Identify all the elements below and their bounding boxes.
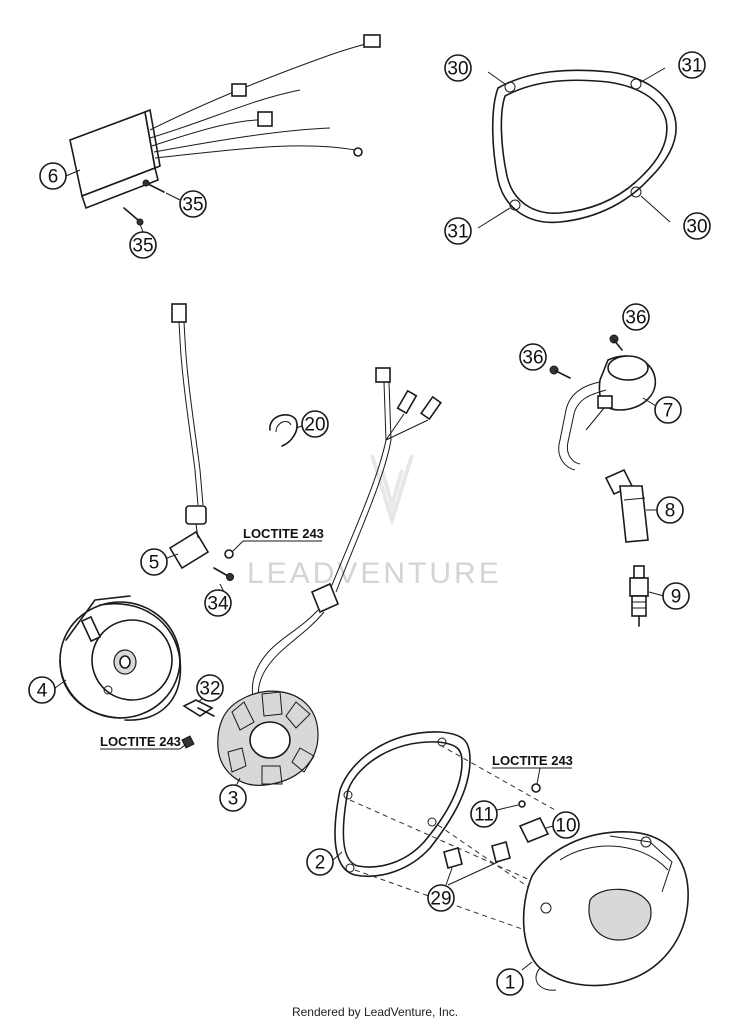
callout-10: 10 <box>545 811 580 839</box>
cover-plug <box>518 816 550 844</box>
svg-text:20: 20 <box>304 415 325 436</box>
svg-text:LOCTITE 243: LOCTITE 243 <box>243 526 324 541</box>
dowel-sleeves <box>443 841 511 869</box>
callout-6: 6 <box>39 162 81 190</box>
spark-plug-connector <box>604 468 649 543</box>
callout-34: 34 <box>204 583 232 617</box>
harness-connector-1 <box>363 34 381 48</box>
pulse-generator <box>168 303 210 570</box>
callout-9: 9 <box>648 582 690 610</box>
svg-text:35: 35 <box>182 195 203 216</box>
svg-text:30: 30 <box>447 59 468 80</box>
callout-30-bottom: 30 <box>683 212 711 240</box>
coil-screw-lower <box>549 365 571 379</box>
loctite-label-flywheel-bolt: LOCTITE 243 <box>100 734 187 750</box>
svg-text:7: 7 <box>663 401 674 422</box>
callout-5: 5 <box>140 548 179 576</box>
svg-text:10: 10 <box>555 816 576 837</box>
svg-text:3: 3 <box>228 789 239 810</box>
harness-connector-2 <box>231 83 247 97</box>
svg-text:30: 30 <box>686 217 707 238</box>
svg-text:8: 8 <box>665 501 676 522</box>
spark-plug <box>629 565 649 627</box>
svg-text:31: 31 <box>447 222 468 243</box>
callout-20: 20 <box>295 410 329 438</box>
svg-text:LOCTITE 243: LOCTITE 243 <box>492 753 573 768</box>
ignition-coil <box>558 355 656 471</box>
loctite-label-pulse-screw: LOCTITE 243 <box>231 526 324 553</box>
stator <box>217 367 442 786</box>
svg-text:35: 35 <box>132 236 153 257</box>
svg-text:32: 32 <box>199 679 220 700</box>
watermark-text: LEADVENTURE <box>247 557 502 590</box>
svg-text:9: 9 <box>671 587 682 608</box>
cdi-unit <box>69 34 381 210</box>
callout-4: 4 <box>28 676 67 704</box>
callout-36-lower: 36 <box>519 343 547 371</box>
callout-36-upper: 36 <box>622 303 650 331</box>
svg-text:31: 31 <box>681 56 702 77</box>
ignition-cover <box>522 831 689 991</box>
flywheel-rotor <box>59 595 182 721</box>
svg-text:36: 36 <box>625 308 646 329</box>
cdi-screw-upper <box>142 179 165 193</box>
svg-text:34: 34 <box>207 594 229 615</box>
svg-text:2: 2 <box>315 853 326 874</box>
cdi-screw-lower <box>123 207 144 226</box>
loctite-label-cover-screw: LOCTITE 243 <box>492 753 573 785</box>
callout-11: 11 <box>470 800 519 828</box>
svg-text:1: 1 <box>505 973 516 994</box>
svg-text:5: 5 <box>149 553 160 574</box>
callout-35-lower: 35 <box>129 223 157 259</box>
svg-text:11: 11 <box>474 805 494 826</box>
coil-screw-upper <box>609 334 623 351</box>
flywheel-bolt <box>181 699 215 749</box>
pulse-generator-screw <box>213 549 234 581</box>
callout-32: 32 <box>196 674 224 703</box>
svg-text:6: 6 <box>48 167 59 188</box>
svg-text:29: 29 <box>430 889 451 910</box>
watermark-logo <box>370 454 414 527</box>
callout-7: 7 <box>642 396 682 424</box>
callout-1: 1 <box>496 961 533 996</box>
callout-35-upper: 35 <box>165 190 207 218</box>
callout-2: 2 <box>306 848 343 876</box>
svg-text:LOCTITE 243: LOCTITE 243 <box>100 734 181 749</box>
svg-text:4: 4 <box>37 681 48 702</box>
ground-terminal <box>353 147 363 157</box>
callout-8: 8 <box>646 496 684 524</box>
callout-31-bottom: 31 <box>444 217 472 245</box>
callout-3: 3 <box>219 777 247 812</box>
callout-29: 29 <box>427 861 499 912</box>
cable-clip <box>269 414 298 447</box>
callout-31-top: 31 <box>678 51 706 79</box>
ignition-cover-gasket-top <box>477 67 677 229</box>
ignition-cover-gasket-lower <box>334 731 471 878</box>
cover-screw <box>518 783 541 808</box>
svg-text:36: 36 <box>522 348 543 369</box>
harness-connector-3 <box>257 111 273 127</box>
callout-30-top: 30 <box>444 54 472 82</box>
footer-credit: Rendered by LeadVenture, Inc. <box>292 1005 458 1019</box>
